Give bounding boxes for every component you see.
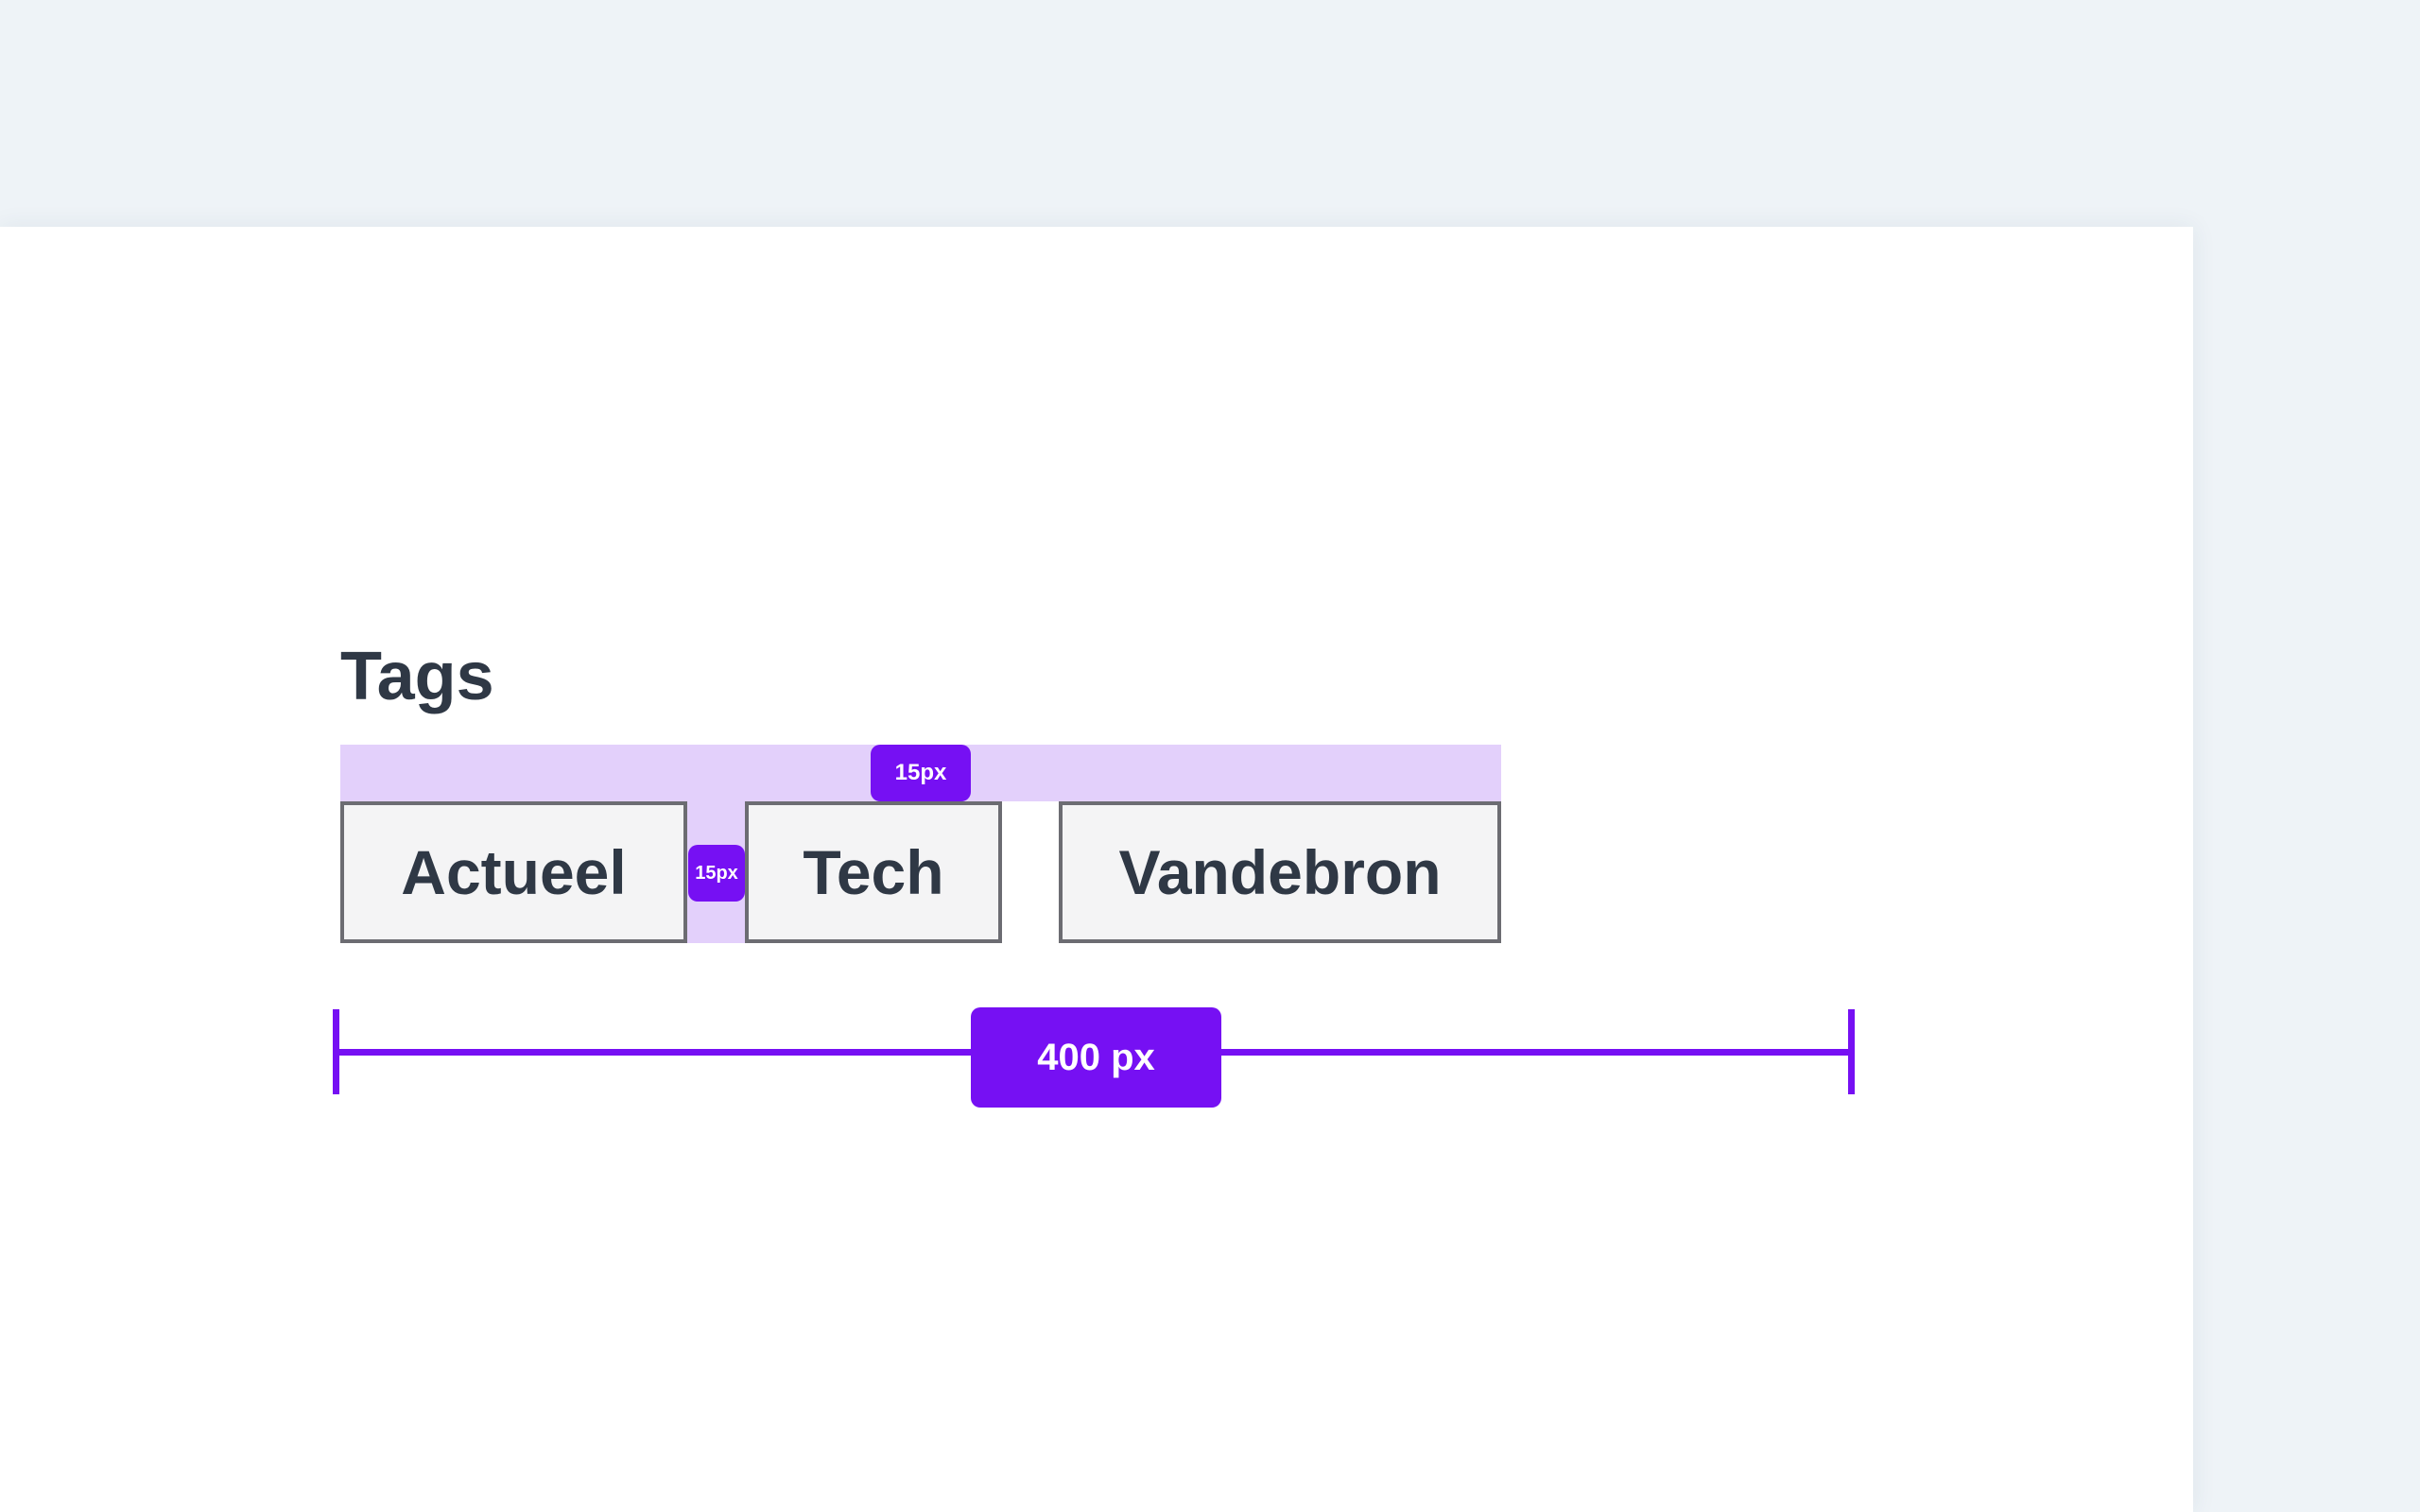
column-gap-badge: 15px [688,845,745,902]
width-measurement: 400 px [333,1007,1855,1108]
width-badge: 400 px [971,1007,1221,1108]
row-gap-badge: 15px [871,745,971,801]
tag-tech[interactable]: Tech [745,801,1002,943]
measurement-start-tick [333,1009,339,1094]
tag-vandebron[interactable]: Vandebron [1059,801,1501,943]
tags-heading: Tags [340,639,494,714]
measurement-end-tick [1848,1009,1855,1094]
tag-actueel[interactable]: Actueel [340,801,687,943]
